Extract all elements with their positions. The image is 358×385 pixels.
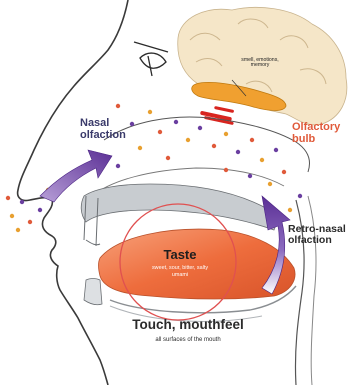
palate [81, 184, 275, 230]
retro-nasal-label: Retro-nasal olfaction [288, 224, 346, 246]
touch-sub-label: all surfaces of the mouth [108, 337, 268, 343]
taste-sub-line1: sweet, sour, bitter, salty [140, 265, 220, 272]
retro-label-line2: olfaction [288, 235, 346, 246]
taste-sub-label: sweet, sour, bitter, salty umami [140, 265, 220, 279]
olfactory-label-line2: bulb [292, 134, 340, 146]
nasal-label-line2: olfaction [80, 130, 126, 142]
taste-label: Taste [140, 248, 220, 262]
olfactory-epithelium [200, 106, 234, 125]
nasal-olfaction-label: Nasal olfaction [80, 118, 126, 141]
eye-icon [134, 42, 168, 76]
nasal-label-line1: Nasal [80, 118, 126, 130]
brain-label: smell, emotions, memory [228, 58, 292, 69]
brain-label-line2: memory [228, 63, 292, 68]
taste-sub-line2: umami [140, 272, 220, 279]
touch-label: Touch, mouthfeel [108, 318, 268, 332]
olfactory-bulb-label: Olfactory bulb [292, 122, 340, 145]
olfactory-label-line1: Olfactory [292, 122, 340, 134]
